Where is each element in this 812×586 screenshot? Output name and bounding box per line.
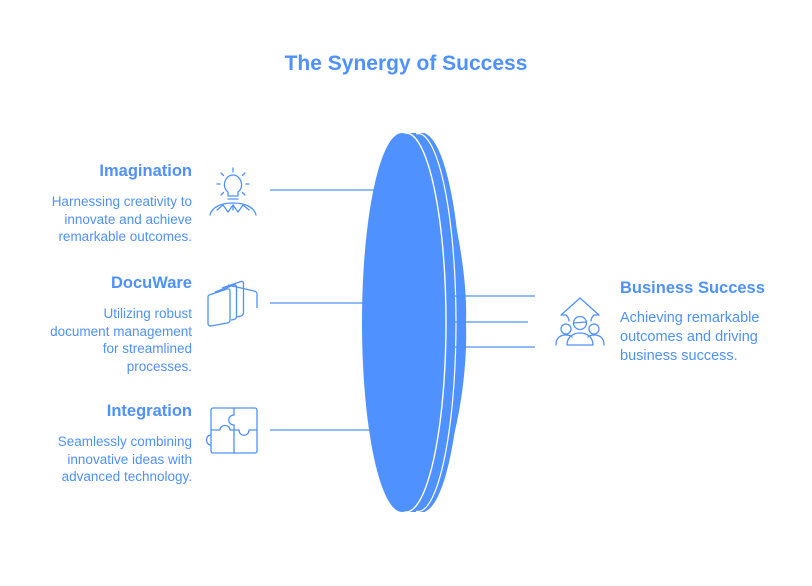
lightbulb-person-icon	[209, 167, 257, 216]
description-line: for streamlined	[102, 341, 192, 356]
output-heading: Business Success	[620, 279, 765, 297]
description-line: document management	[50, 323, 192, 339]
diagram-title: The Synergy of Success	[284, 52, 528, 75]
team-growth-icon	[555, 297, 605, 346]
description-line: Harnessing creativity to	[51, 194, 192, 209]
input-heading: Imagination	[99, 162, 192, 180]
input-description: Seamlessly combining innovative ideas wi…	[0, 433, 192, 486]
description-line: Utilizing robust	[103, 306, 192, 321]
input-heading: DocuWare	[111, 274, 192, 292]
description-line: business success.	[620, 348, 738, 364]
stacked-documents-icon	[207, 280, 258, 327]
output-business-success: Business Success Achieving remarkable ou…	[620, 278, 800, 366]
description-line: innovative ideas with	[67, 451, 192, 467]
input-description: Harnessing creativity to innovate and ac…	[0, 193, 192, 246]
puzzle-icon	[205, 407, 258, 454]
description-line: Seamlessly combining	[57, 434, 192, 449]
input-description: Utilizing robust document management for…	[0, 305, 192, 375]
output-description: Achieving remarkable outcomes and drivin…	[620, 309, 800, 366]
input-docuware: DocuWare Utilizing robust document manag…	[0, 273, 192, 375]
description-line: processes.	[126, 358, 192, 374]
input-integration: Integration Seamlessly combining innovat…	[0, 401, 192, 486]
description-line: innovate and achieve	[64, 211, 192, 227]
description-line: outcomes and driving	[620, 329, 758, 345]
input-heading: Integration	[106, 402, 192, 420]
lens-front-disc	[362, 133, 442, 512]
description-line: remarkable outcomes.	[58, 229, 192, 244]
description-line: advanced technology.	[61, 469, 192, 484]
input-imagination: Imagination Harnessing creativity to inn…	[0, 161, 192, 246]
description-line: Achieving remarkable	[620, 310, 760, 326]
